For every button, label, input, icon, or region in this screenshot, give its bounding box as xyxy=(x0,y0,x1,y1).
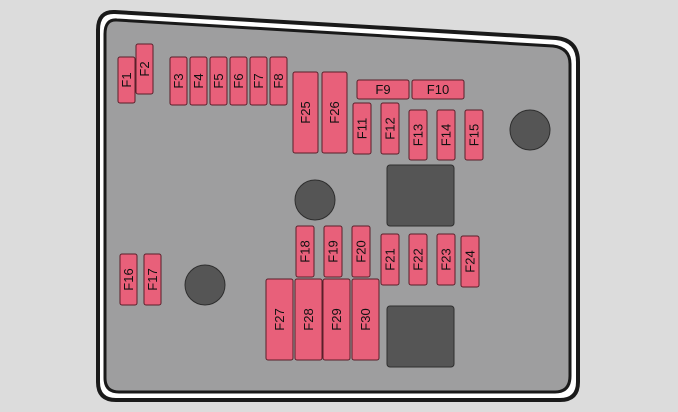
fuse-f12-label: F12 xyxy=(383,117,398,139)
fuse-f11 xyxy=(352,102,372,155)
fuse-f30-label: F30 xyxy=(358,308,373,330)
fuse-f29 xyxy=(322,278,351,361)
relay-block xyxy=(386,305,455,368)
fuse-f5 xyxy=(209,56,228,106)
fuse-f19 xyxy=(323,225,343,278)
fuse-f9-label: F9 xyxy=(375,82,390,97)
relay-block xyxy=(386,164,455,227)
fuse-f5-label: F5 xyxy=(211,73,226,88)
mounting-hole xyxy=(184,264,226,306)
fuse-f9 xyxy=(356,79,410,100)
fuse-f7 xyxy=(249,56,268,106)
fuse-f8 xyxy=(269,56,288,106)
fuse-f28 xyxy=(294,278,323,361)
fuse-f10-label: F10 xyxy=(427,82,449,97)
mounting-hole xyxy=(294,179,336,221)
fuse-f18 xyxy=(295,225,315,278)
mounting-hole xyxy=(509,109,551,151)
fuse-f23-label: F23 xyxy=(439,248,454,270)
fuse-f28-label: F28 xyxy=(301,308,316,330)
fuse-f15 xyxy=(464,109,484,161)
fuse-f2 xyxy=(135,43,154,95)
fuse-f3 xyxy=(169,56,188,106)
fuse-f27 xyxy=(265,278,294,361)
fuse-f27-label: F27 xyxy=(272,308,287,330)
fuse-f16 xyxy=(119,253,138,306)
fuse-f7-label: F7 xyxy=(251,73,266,88)
fuse-f6-label: F6 xyxy=(231,73,246,88)
fuse-f21 xyxy=(380,233,400,286)
fuse-f29-label: F29 xyxy=(329,308,344,330)
fuse-f15-label: F15 xyxy=(467,124,482,146)
fuse-f20 xyxy=(351,225,371,278)
fuse-f18-label: F18 xyxy=(298,240,313,262)
fuse-f25-label: F25 xyxy=(298,101,313,123)
fuse-f24-label: F24 xyxy=(463,250,478,272)
fuse-f11-label: F11 xyxy=(355,118,370,139)
fuse-f2-label: F2 xyxy=(137,61,152,76)
fuse-f14-label: F14 xyxy=(439,124,454,146)
fuse-f10 xyxy=(411,79,465,100)
fuse-f14 xyxy=(436,109,456,161)
fuse-f13 xyxy=(408,109,428,161)
fuse-f3-label: F3 xyxy=(171,73,186,88)
fuse-f8-label: F8 xyxy=(271,73,286,88)
fuse-f22-label: F22 xyxy=(411,248,426,270)
fuse-f22 xyxy=(408,233,428,286)
fuse-f12 xyxy=(380,102,400,155)
fuse-f21-label: F21 xyxy=(383,248,398,270)
fuse-f30 xyxy=(351,278,380,361)
fuse-f6 xyxy=(229,56,248,106)
fuse-f1 xyxy=(117,56,136,104)
fuse-f26 xyxy=(321,71,348,154)
fuse-f4 xyxy=(189,56,208,106)
fuse-f13-label: F13 xyxy=(411,124,426,146)
fuse-f20-label: F20 xyxy=(354,240,369,262)
fuse-f1-label: F1 xyxy=(119,72,134,87)
fuse-f25 xyxy=(292,71,319,154)
fuse-f19-label: F19 xyxy=(326,240,341,262)
fuse-f16-label: F16 xyxy=(121,268,136,290)
fuse-f24 xyxy=(460,235,480,288)
fuse-f4-label: F4 xyxy=(191,73,206,88)
fuse-f17 xyxy=(143,253,162,306)
fuse-f17-label: F17 xyxy=(145,268,160,290)
fuse-f26-label: F26 xyxy=(327,101,342,123)
fuse-f23 xyxy=(436,233,456,286)
